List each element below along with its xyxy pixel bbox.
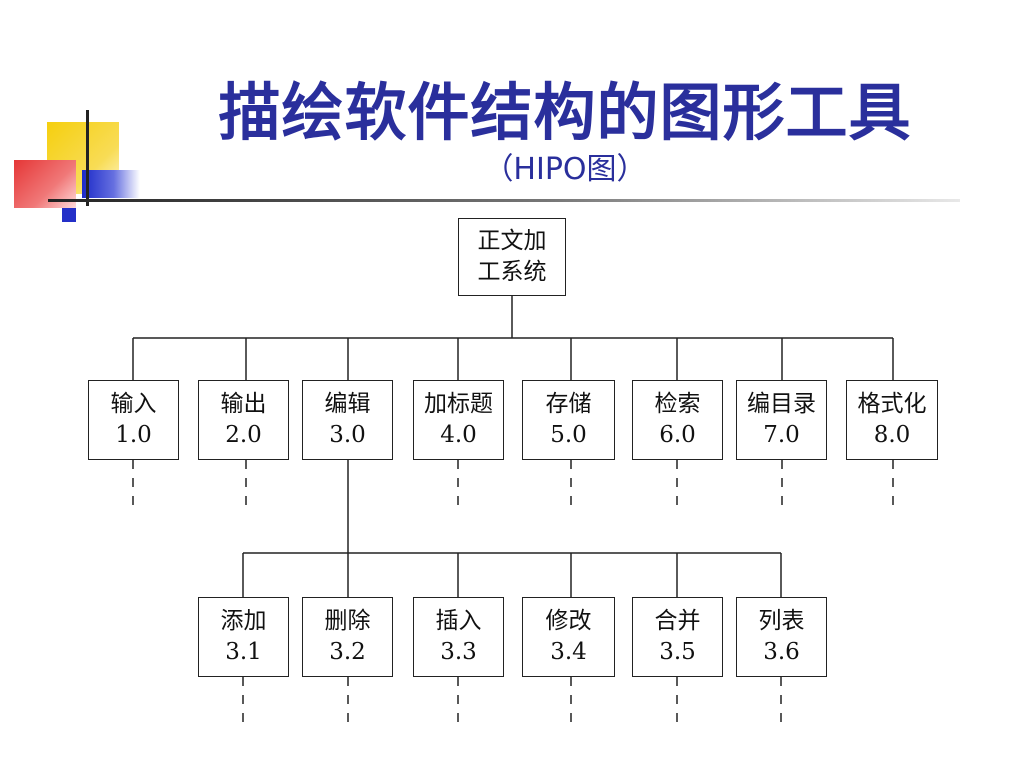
module-box-3-5: 合并 3.5 [632,597,723,677]
module-box-6-0: 检索 6.0 [632,380,723,460]
module-code: 3.4 [550,639,587,665]
slide-title: 描绘软件结构的图形工具 [218,76,912,149]
module-code: 3.1 [225,639,262,665]
module-code: 7.0 [763,422,800,448]
module-code: 1.0 [115,422,152,448]
module-box-3-1: 添加 3.1 [198,597,289,677]
module-label: 输出 [220,391,267,417]
module-label: 格式化 [857,391,927,417]
module-label: 插入 [435,608,482,634]
module-label: 存储 [545,391,592,417]
deco-blue-square [82,170,140,198]
module-box-3-0: 编辑 3.0 [302,380,393,460]
module-label: 编辑 [324,391,371,417]
module-code: 8.0 [873,422,911,448]
module-label: 检索 [654,391,701,417]
root-module-box: 正文加 工系统 [458,218,566,296]
module-label: 删除 [324,608,371,634]
module-box-3-2: 删除 3.2 [302,597,393,677]
module-box-3-3: 插入 3.3 [413,597,504,677]
slide-subtitle: （HIPO图） [483,152,647,187]
module-code: 2.0 [225,422,262,448]
module-code: 5.0 [550,422,587,448]
module-label: 编目录 [747,391,816,417]
module-box-3-6: 列表 3.6 [736,597,827,677]
module-code: 4.0 [440,422,477,448]
module-code: 3.0 [329,422,366,448]
module-label: 添加 [220,608,267,634]
module-label: 合并 [654,608,701,634]
deco-small-blue-square [62,208,76,222]
root-module-name-line1: 正文加 [477,228,547,254]
module-box-1-0: 输入 1.0 [88,380,179,460]
module-box-7-0: 编目录 7.0 [736,380,827,460]
module-label: 输入 [110,391,157,417]
module-label: 加标题 [424,391,493,417]
module-box-2-0: 输出 2.0 [198,380,289,460]
module-code: 3.2 [329,639,366,665]
module-box-8-0: 格式化 8.0 [846,380,938,460]
deco-vertical-line [86,110,89,206]
module-code: 3.3 [440,639,477,665]
module-box-5-0: 存储 5.0 [522,380,615,460]
module-label: 列表 [758,608,805,634]
module-box-4-0: 加标题 4.0 [413,380,504,460]
module-code: 6.0 [659,422,696,448]
module-code: 3.6 [763,639,800,665]
title-divider [48,199,960,202]
root-module-name-line2: 工系统 [477,259,547,285]
module-code: 3.5 [659,639,696,665]
module-label: 修改 [545,608,592,634]
module-box-3-4: 修改 3.4 [522,597,615,677]
